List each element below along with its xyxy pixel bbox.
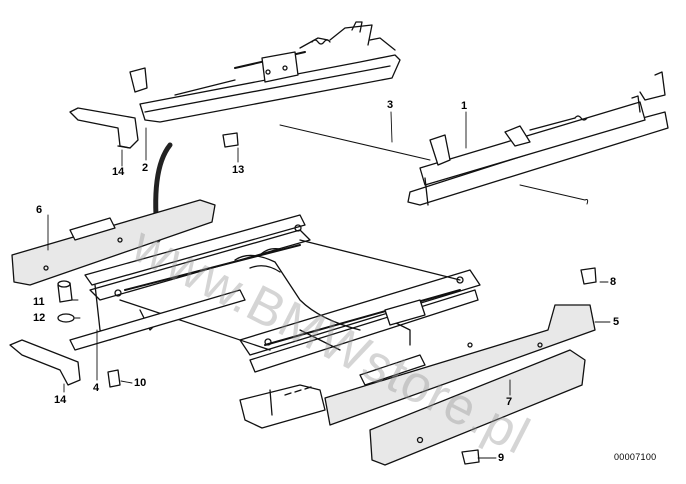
callout-11: 11 bbox=[33, 296, 45, 308]
callout-10: 10 bbox=[134, 377, 147, 389]
right-trim-cover bbox=[324, 304, 596, 426]
callout-9: 9 bbox=[498, 452, 505, 464]
callout-12: 12 bbox=[33, 312, 46, 324]
lower-handle bbox=[9, 339, 81, 386]
callout-14-lower: 14 bbox=[54, 394, 67, 406]
callout-2: 2 bbox=[142, 162, 149, 174]
callout-leaders bbox=[47, 111, 611, 459]
callout-5: 5 bbox=[613, 316, 620, 328]
bowden-cable bbox=[279, 124, 589, 205]
callout-8: 8 bbox=[610, 276, 617, 288]
lower-trim-strip bbox=[369, 349, 586, 466]
left-trim-cover bbox=[11, 199, 216, 286]
drawing-number: 00007100 bbox=[614, 452, 657, 462]
right-seat-rail bbox=[407, 71, 669, 206]
callout-6: 6 bbox=[36, 204, 43, 216]
callout-7: 7 bbox=[506, 396, 513, 408]
callout-4: 4 bbox=[93, 382, 100, 394]
callout-14-upper: 14 bbox=[112, 166, 125, 178]
fasteners bbox=[57, 132, 597, 465]
callout-13: 13 bbox=[232, 164, 245, 176]
upper-seat-rail bbox=[69, 21, 401, 149]
callout-3: 3 bbox=[387, 99, 394, 111]
seat-frame bbox=[69, 142, 481, 429]
callout-1: 1 bbox=[461, 100, 468, 112]
